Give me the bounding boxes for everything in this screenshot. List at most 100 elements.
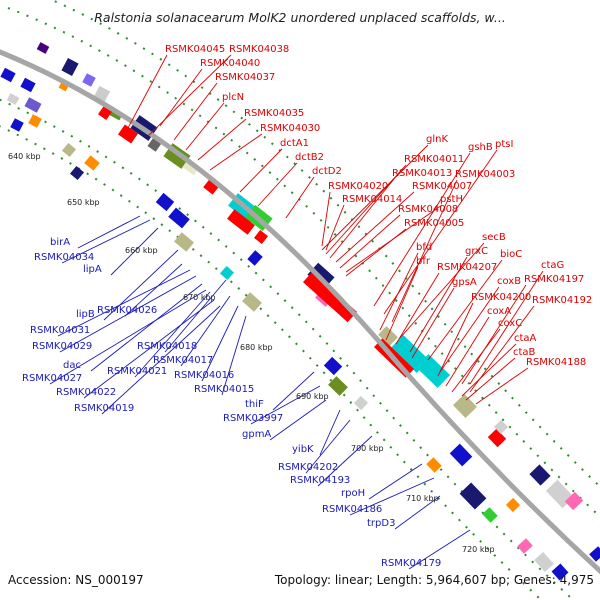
reverse-leader-lipa xyxy=(110,227,159,276)
reverse-label-rsmk04018: RSMK04018 xyxy=(137,341,197,352)
forward-leader-gpsa xyxy=(411,287,455,359)
feature-block xyxy=(487,428,507,448)
reverse-leader-gpma xyxy=(269,399,327,441)
feature-block xyxy=(529,464,551,486)
reverse-label-rsmk04026: RSMK04026 xyxy=(97,305,157,316)
forward-label-dctd2: dctD2 xyxy=(312,166,342,177)
reverse-leader-rsmk04019 xyxy=(101,305,221,415)
reverse-label-rsmk04031: RSMK04031 xyxy=(30,325,90,336)
forward-leader-coxa xyxy=(445,316,490,387)
topology-text: Topology: linear; Length: 5,964,607 bp; … xyxy=(274,573,594,587)
feature-block xyxy=(505,497,521,513)
reverse-leader-dac xyxy=(90,283,203,372)
reverse-leader-yibk xyxy=(319,409,341,456)
feature-block xyxy=(118,124,138,144)
reverse-label-yibk: yibK xyxy=(292,444,314,455)
forward-label-rsmk04030: RSMK04030 xyxy=(260,123,320,134)
forward-label-grxc: grxC xyxy=(465,246,488,257)
reverse-leader-rsmk04193 xyxy=(317,435,373,487)
reverse-label-rsmk04186: RSMK04186 xyxy=(322,504,382,515)
forward-label-rsmk04013: RSMK04013 xyxy=(392,168,452,179)
forward-label-bfr: bfr xyxy=(416,256,431,267)
forward-label-dcta1: dctA1 xyxy=(280,138,309,149)
feature-block xyxy=(0,67,16,83)
forward-leader-rsmk04188 xyxy=(475,367,529,405)
reverse-label-rsmk03997: RSMK03997 xyxy=(223,413,283,424)
feature-block xyxy=(534,552,554,572)
reverse-leader-rsmk04027 xyxy=(49,289,207,385)
forward-leader-rsmk04207 xyxy=(395,272,440,345)
forward-label-bfd: bfd xyxy=(416,242,432,253)
forward-leader-bfd xyxy=(379,252,419,331)
forward-label-ctaa: ctaA xyxy=(514,333,537,344)
forward-leader-dcta1 xyxy=(239,148,283,193)
reverse-label-rsmk04179: RSMK04179 xyxy=(381,558,441,569)
kbp-tick-690-kbp: 690 kbp xyxy=(296,392,329,401)
accession-text: Accession: NS_000197 xyxy=(8,573,144,587)
reverse-label-trpd3: trpD3 xyxy=(367,518,395,529)
forward-label-rsmk04207: RSMK04207 xyxy=(437,262,497,273)
forward-leader-ctaa xyxy=(461,343,517,397)
forward-label-rsmk04020: RSMK04020 xyxy=(328,181,388,192)
label-leader-lines xyxy=(49,54,544,570)
reverse-label-rsmk04019: RSMK04019 xyxy=(74,403,134,414)
reverse-leader-rsmk04186 xyxy=(349,477,435,516)
forward-label-coxc: coxC xyxy=(498,318,522,329)
feature-block xyxy=(253,229,269,245)
reverse-label-rsmk04027: RSMK04027 xyxy=(22,373,82,384)
forward-label-rsmk04200: RSMK04200 xyxy=(471,292,531,303)
feature-block xyxy=(182,158,200,176)
tick-dot-track-1 xyxy=(0,125,543,600)
feature-block xyxy=(459,482,487,510)
reverse-leader-rsmk04015 xyxy=(221,315,247,396)
feature-block xyxy=(517,538,533,554)
reverse-leader-rsmk03997 xyxy=(250,385,321,425)
sequence-backbone xyxy=(0,49,600,575)
forward-leader-ctab xyxy=(465,357,516,401)
kbp-tick-700-kbp: 700 kbp xyxy=(351,444,384,453)
feature-block xyxy=(589,546,600,562)
feature-block xyxy=(168,207,190,229)
forward-label-rsmk04038: RSMK04038 xyxy=(229,44,289,55)
feature-block xyxy=(328,376,348,396)
feature-block xyxy=(84,155,100,171)
forward-label-gpsa: gpsA xyxy=(452,277,477,288)
reverse-label-lipb: lipB xyxy=(76,309,95,320)
reverse-leader-rsmk04034 xyxy=(61,219,151,264)
reverse-label-rsmk04017: RSMK04017 xyxy=(153,355,213,366)
forward-label-psth: pstH xyxy=(440,194,463,205)
feature-block xyxy=(174,232,194,252)
forward-leader-rsmk04038 xyxy=(147,54,232,137)
forward-label-rsmk04011: RSMK04011 xyxy=(404,154,464,165)
forward-leader-bfr xyxy=(385,266,419,341)
forward-label-rsmk04007: RSMK04007 xyxy=(412,181,472,192)
forward-label-rsmk04005: RSMK04005 xyxy=(404,218,464,229)
feature-block xyxy=(61,142,77,158)
kbp-tick-680-kbp: 680 kbp xyxy=(240,343,273,352)
reverse-label-rsmk04202: RSMK04202 xyxy=(278,462,338,473)
forward-leader-coxb xyxy=(439,286,500,373)
forward-leader-rsmk04011 xyxy=(325,164,407,255)
reverse-label-lipa: lipA xyxy=(83,264,102,275)
feature-block xyxy=(452,393,478,419)
forward-leader-rsmk04197 xyxy=(461,284,527,385)
reverse-leader-rsmk04179 xyxy=(408,529,471,570)
forward-label-rsmk04008: RSMK04008 xyxy=(398,204,458,215)
feature-block xyxy=(323,356,343,376)
forward-leader-rsmk04045 xyxy=(127,54,168,129)
reverse-label-rsmk04193: RSMK04193 xyxy=(290,475,350,486)
reverse-leader-trpd3 xyxy=(394,495,441,530)
feature-block xyxy=(82,73,96,87)
forward-label-gshb: gshB xyxy=(468,142,493,153)
forward-label-ctag: ctaG xyxy=(541,260,564,271)
feature-block xyxy=(10,118,24,132)
feature-block xyxy=(227,209,255,235)
forward-leader-rsmk04005 xyxy=(345,228,407,277)
feature-block xyxy=(203,179,219,195)
feature-block xyxy=(28,114,42,128)
forward-leader-grxc xyxy=(409,256,468,353)
forward-leader-rsmk04020 xyxy=(321,191,331,247)
forward-label-rsmk04037: RSMK04037 xyxy=(215,72,275,83)
